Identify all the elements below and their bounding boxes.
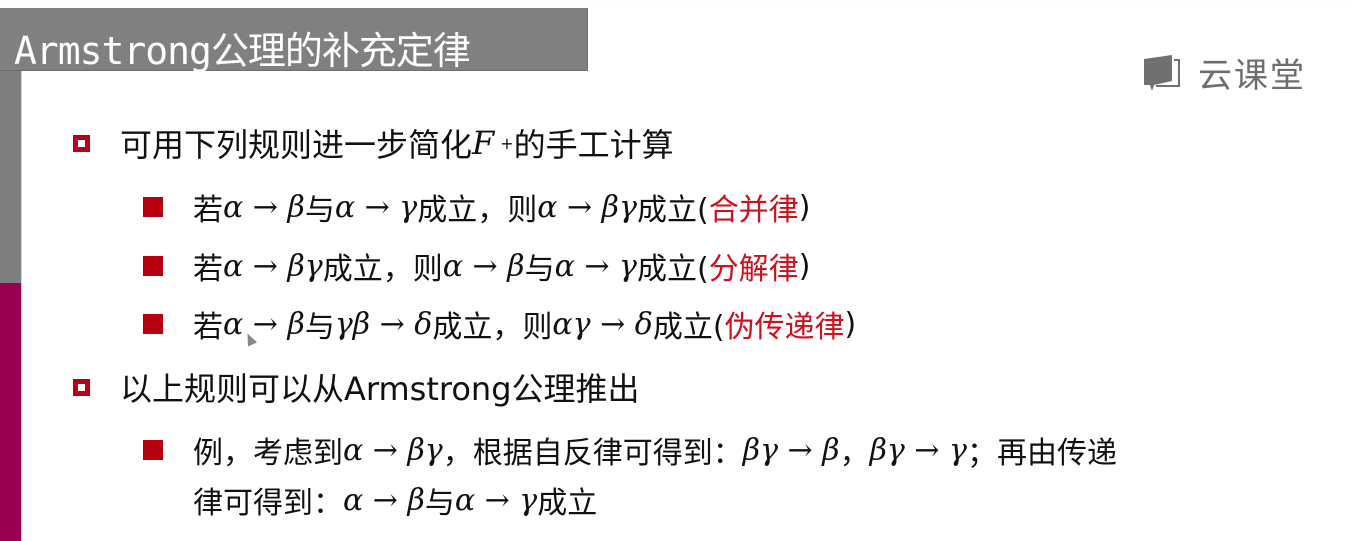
- superscript-plus: +: [500, 133, 514, 153]
- formula: α → γ: [554, 248, 637, 284]
- sub-item-example-continuation: 律可得到： α → β 与 α → γ 成立: [193, 478, 597, 522]
- text: 成立: [537, 486, 598, 521]
- formula: α → βγ: [343, 432, 443, 468]
- formula: α → β: [223, 306, 305, 342]
- solid-square-bullet-icon: [143, 256, 163, 276]
- formula: α → βγ: [223, 248, 323, 284]
- formula: α → β: [343, 482, 425, 518]
- left-accent-bar-magenta: [0, 283, 21, 541]
- formula: βγ → β: [742, 432, 840, 468]
- sub-item-decomposition-rule: 若 α → βγ 成立，则 α → β 与 α → γ 成立( 分解律 ): [143, 244, 810, 288]
- text: 若: [193, 193, 223, 228]
- math-F: F: [472, 124, 495, 162]
- text: 与: [424, 486, 455, 521]
- left-divider: [21, 70, 22, 541]
- item-text: 以上规则可以从Armstrong公理推出: [120, 370, 640, 408]
- text: 与: [304, 310, 335, 345]
- title-bar: Armstrong公理的补充定律: [0, 8, 588, 73]
- formula: α → βγ: [537, 189, 637, 225]
- text: 律可得到：: [193, 486, 343, 521]
- sub-item-pseudotransitivity-rule: 若 α → β 与 γβ → δ 成立，则 αγ → δ 成立( 伪传递律 ): [143, 302, 856, 346]
- rule-name-highlight: 分解律: [708, 252, 799, 287]
- text: 成立(: [636, 193, 709, 228]
- solid-square-bullet-icon: [143, 440, 163, 460]
- formula: α → γ: [454, 482, 538, 518]
- item-text: 可用下列规则进一步简化: [120, 126, 473, 164]
- sub-item-union-rule: 若 α → β 与 α → γ 成立，则 α → βγ 成立( 合并律 ): [143, 185, 810, 229]
- solid-square-bullet-icon: [143, 314, 163, 334]
- formula: βγ → γ: [869, 432, 967, 468]
- slide-title: Armstrong公理的补充定律: [14, 29, 471, 73]
- hollow-square-bullet-icon: [73, 378, 90, 396]
- logo-text: 云课堂: [1198, 56, 1306, 96]
- text: 与: [524, 252, 555, 287]
- logo: 云课堂: [1142, 48, 1306, 97]
- text: 成立，则: [432, 310, 553, 345]
- formula: γβ → δ: [334, 306, 433, 342]
- bullet-item-1: 可用下列规则进一步简化 F + 的手工计算: [73, 120, 674, 166]
- formula: αγ → δ: [552, 306, 653, 342]
- formula: α → β: [223, 189, 305, 225]
- text: ；再由传递: [967, 436, 1117, 471]
- sub-item-example: 例，考虑到 α → βγ ，根据自反律可得到： βγ → β ， βγ → γ …: [143, 428, 1117, 472]
- text: 与: [304, 193, 335, 228]
- formula: α → β: [442, 248, 525, 284]
- text: 成立，则: [417, 193, 538, 228]
- text: 成立，则: [322, 252, 443, 287]
- text: 例，考虑到: [193, 436, 343, 471]
- text: 若: [193, 252, 223, 287]
- text: ，根据自反律可得到：: [442, 436, 743, 471]
- solid-square-bullet-icon: [143, 197, 163, 217]
- text: ，: [839, 436, 870, 471]
- top-strip: [0, 0, 1351, 8]
- rule-name-highlight: 伪传递律: [724, 310, 845, 345]
- text: ): [798, 189, 811, 225]
- text: 成立(: [636, 252, 709, 287]
- text: 若: [193, 310, 223, 345]
- left-accent-bar-gray: [0, 8, 21, 283]
- hollow-square-bullet-icon: [73, 134, 90, 152]
- book-chat-icon: [1144, 54, 1180, 91]
- formula: α → γ: [334, 189, 418, 225]
- text: 成立(: [652, 310, 725, 345]
- rule-name-highlight: 合并律: [708, 193, 799, 228]
- bullet-item-2: 以上规则可以从Armstrong公理推出: [73, 364, 640, 410]
- item-text: 的手工计算: [513, 126, 674, 164]
- text: ): [844, 306, 857, 342]
- text: ): [798, 248, 811, 284]
